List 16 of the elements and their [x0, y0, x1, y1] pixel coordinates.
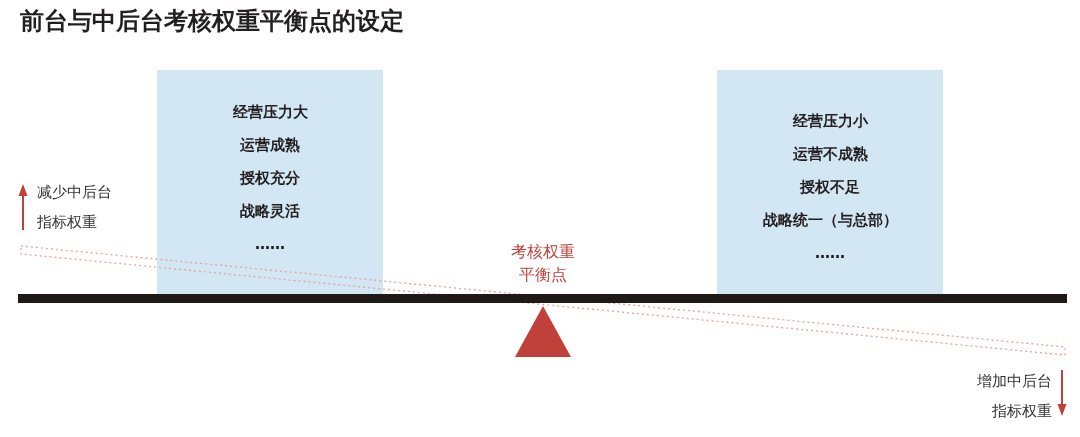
condition-text: 经营压力大 — [232, 102, 308, 122]
direction-label: 增加中后台指标权重 — [976, 371, 1052, 422]
condition-text: 战略灵活 — [240, 201, 300, 221]
condition-text: 经营压力小 — [792, 111, 868, 131]
condition-text: 运营成熟 — [240, 135, 300, 155]
condition-text: 授权不足 — [800, 177, 860, 197]
condition-text: …… — [815, 243, 845, 263]
condition-text: 战略统一（与总部） — [762, 210, 898, 230]
direction-label: 减少中后台指标权重 — [37, 182, 113, 233]
condition-panel — [717, 70, 943, 297]
condition-text: 授权充分 — [240, 168, 300, 188]
condition-text: …… — [255, 234, 285, 254]
pivot-label: 考核权重平衡点 — [510, 241, 577, 286]
diagram-title: 前台与中后台考核权重平衡点的设定 — [20, 6, 404, 36]
condition-panel — [157, 70, 383, 297]
condition-text: 运营不成熟 — [792, 144, 868, 164]
